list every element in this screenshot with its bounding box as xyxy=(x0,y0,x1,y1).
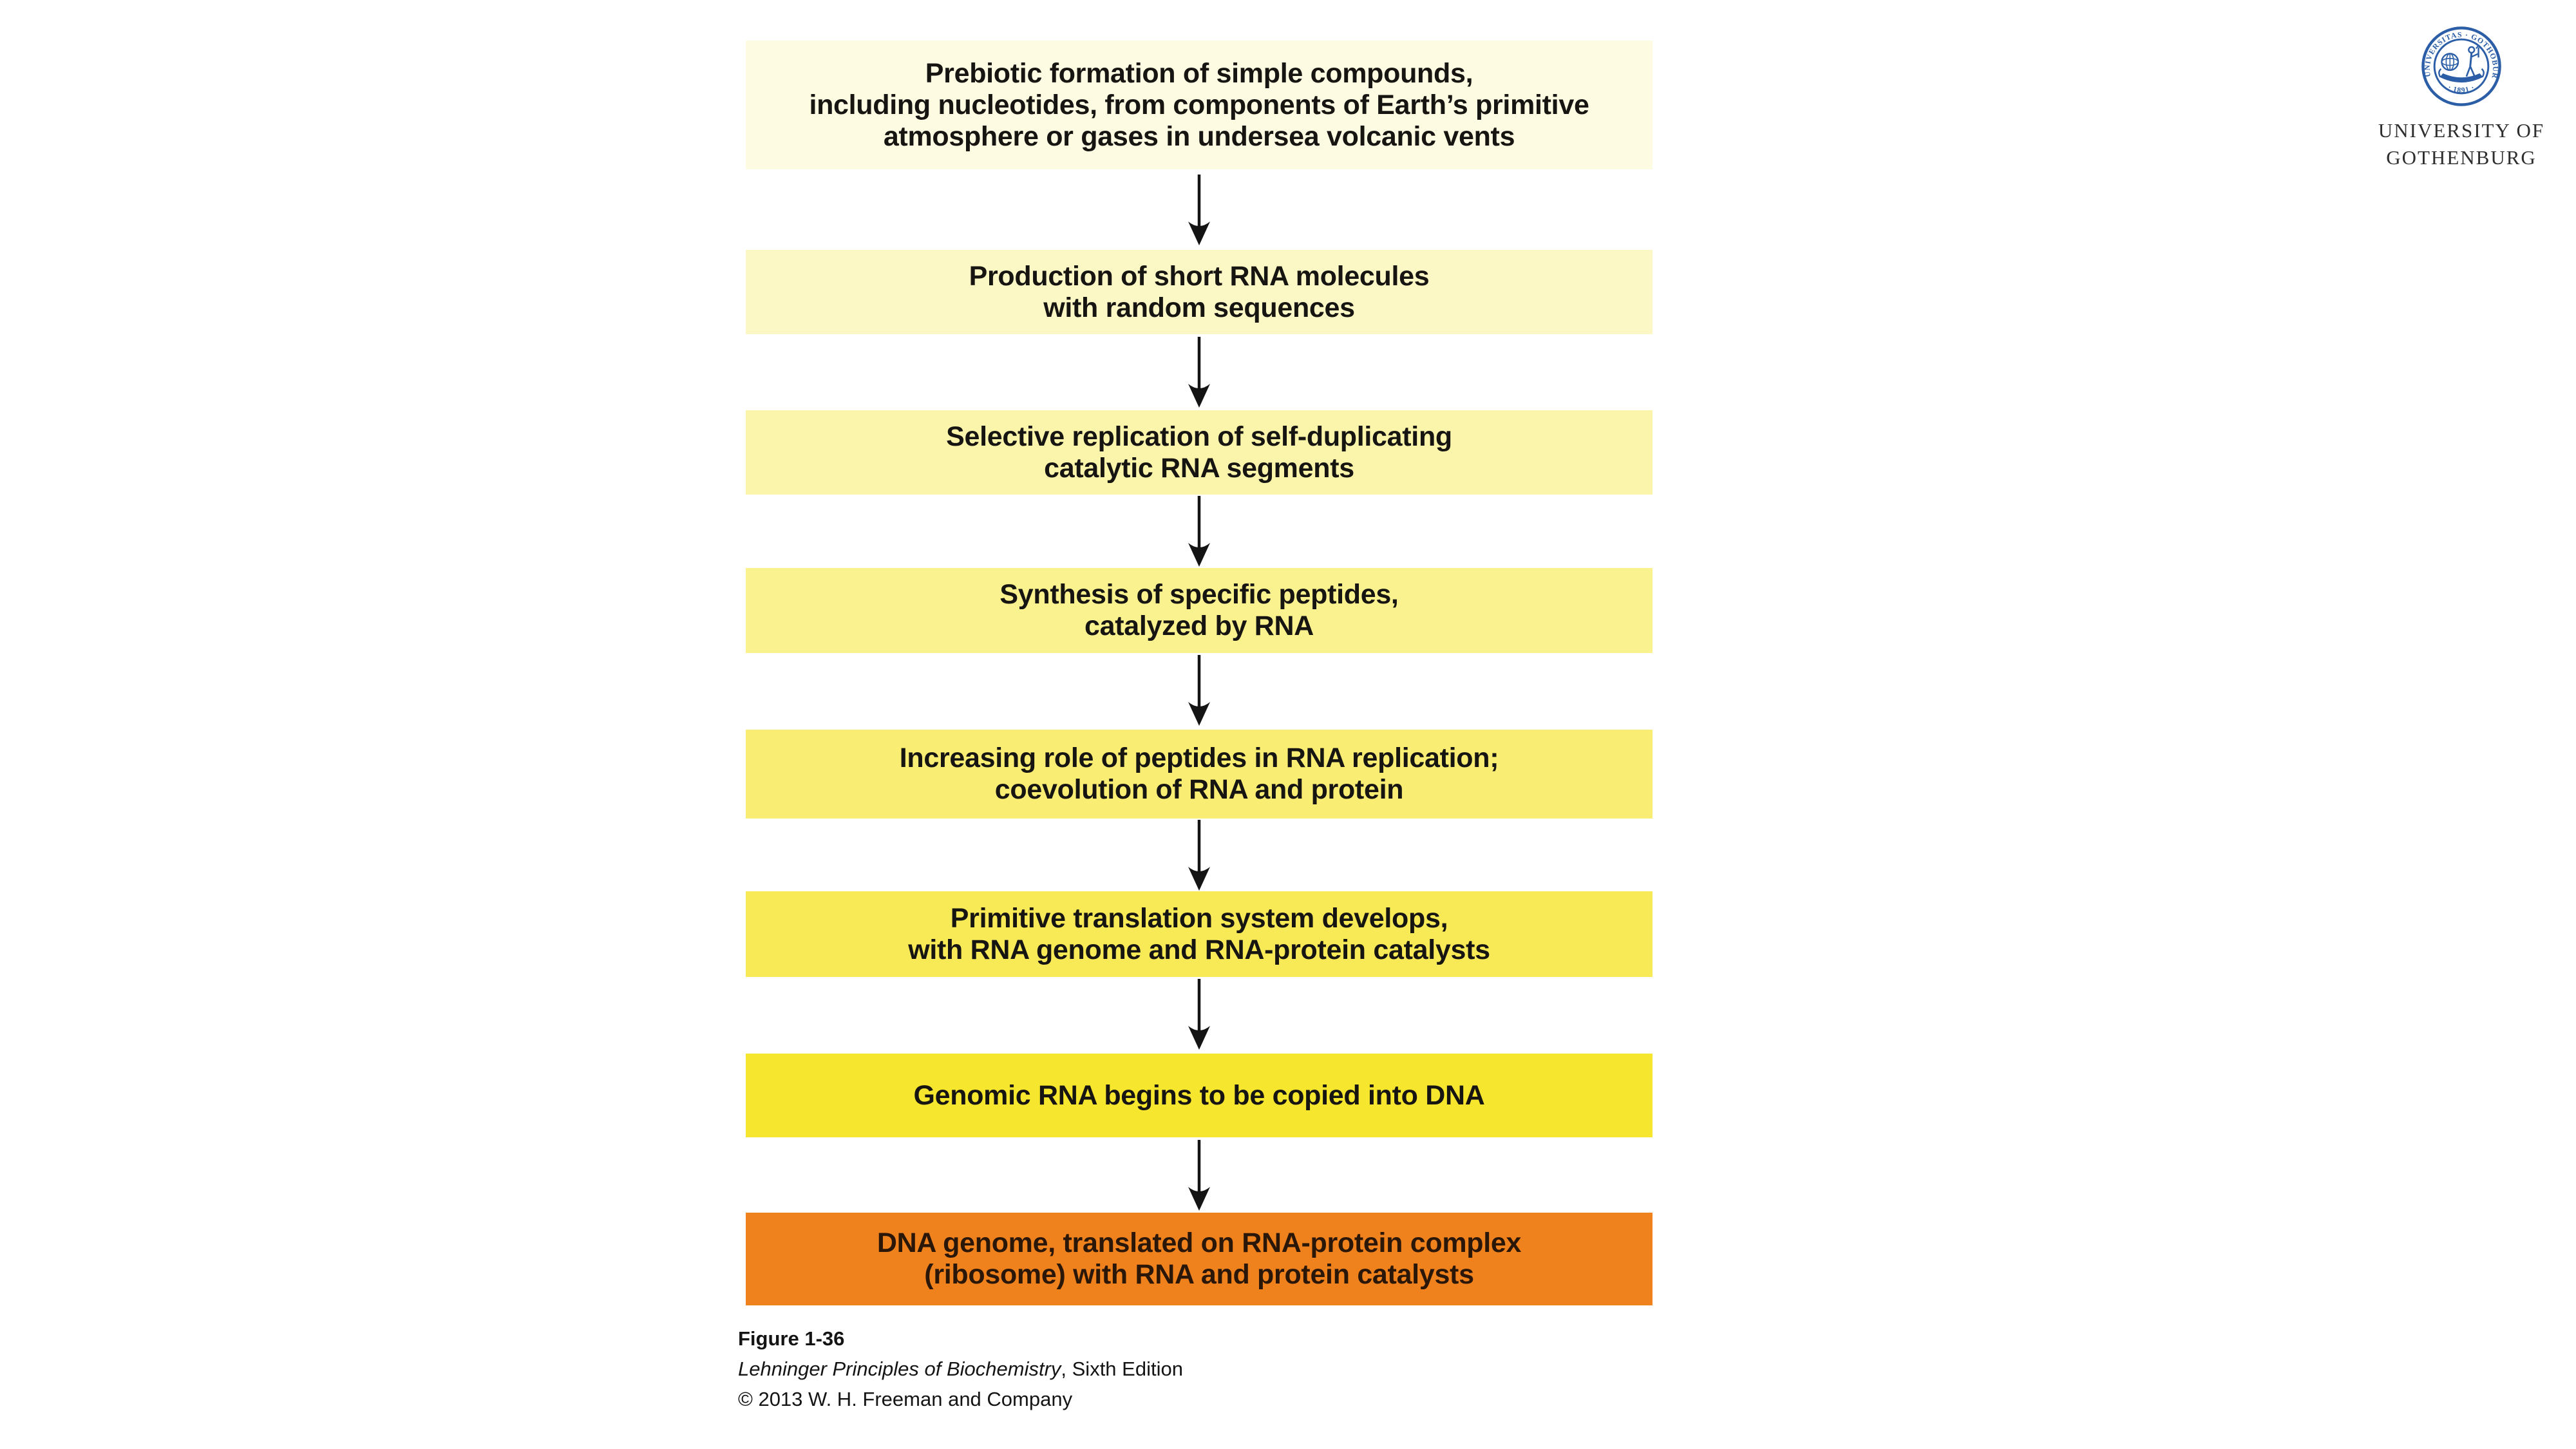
flow-step-6-text: Primitive translation system develops, w… xyxy=(908,903,1490,966)
flow-step-4: Synthesis of specific peptides, catalyze… xyxy=(746,568,1653,653)
copyright-line: © 2013 W. H. Freeman and Company xyxy=(738,1388,1073,1410)
university-logo: UNIVERSITAS · GOTHOBURGENSIS · 1891 · xyxy=(2344,26,2576,171)
book-reference: Lehninger Principles of Biochemistry, Si… xyxy=(738,1354,1183,1384)
flow-step-line: Selective replication of self-duplicatin… xyxy=(946,421,1452,452)
flow-step-line: Primitive translation system develops, xyxy=(950,902,1448,934)
svg-text:· 1891 ·: · 1891 · xyxy=(2447,82,2476,95)
university-name-line2: GOTHENBURG xyxy=(2386,146,2537,169)
flow-step-8-text: DNA genome, translated on RNA-protein co… xyxy=(876,1227,1522,1291)
flow-step-line: Synthesis of specific peptides, xyxy=(999,579,1399,610)
flow-step-7-text: Genomic RNA begins to be copied into DNA xyxy=(913,1080,1484,1112)
university-seal-icon: UNIVERSITAS · GOTHOBURGENSIS · 1891 · xyxy=(2421,26,2502,107)
down-arrow-icon xyxy=(1186,337,1212,408)
flow-step-line: DNA genome, translated on RNA-protein co… xyxy=(876,1227,1522,1258)
flow-step-line: Increasing role of peptides in RNA repli… xyxy=(899,743,1499,773)
flow-step-2: Production of short RNA molecules with r… xyxy=(746,250,1653,334)
flow-step-line: atmosphere or gases in undersea volcanic… xyxy=(883,120,1515,152)
flow-step-line: with RNA genome and RNA-protein catalyst… xyxy=(908,934,1490,965)
down-arrow-icon xyxy=(1186,496,1212,567)
down-arrow-icon xyxy=(1186,820,1212,891)
down-arrow-icon xyxy=(1186,175,1212,245)
flow-step-8: DNA genome, translated on RNA-protein co… xyxy=(746,1213,1653,1305)
book-edition: , Sixth Edition xyxy=(1061,1358,1183,1380)
down-arrow-icon xyxy=(1186,979,1212,1050)
flow-step-6: Primitive translation system develops, w… xyxy=(746,891,1653,977)
flow-step-3: Selective replication of self-duplicatin… xyxy=(746,410,1653,495)
flow-step-2-text: Production of short RNA molecules with r… xyxy=(969,261,1430,324)
flow-step-5: Increasing role of peptides in RNA repli… xyxy=(746,730,1653,819)
flow-step-line: Production of short RNA molecules xyxy=(969,260,1430,292)
figure-label: Figure 1-36 xyxy=(738,1327,845,1350)
flow-step-line: catalyzed by RNA xyxy=(1084,611,1314,641)
flow-step-1-text: Prebiotic formation of simple compounds,… xyxy=(809,58,1589,153)
down-arrow-icon xyxy=(1186,655,1212,726)
flow-step-line: catalytic RNA segments xyxy=(1044,452,1354,484)
flow-step-7: Genomic RNA begins to be copied into DNA xyxy=(746,1054,1653,1137)
university-name-line1: UNIVERSITY OF xyxy=(2378,119,2545,142)
flow-step-4-text: Synthesis of specific peptides, catalyze… xyxy=(999,579,1398,642)
flow-step-line: Prebiotic formation of simple compounds, xyxy=(925,57,1473,89)
book-title: Lehninger Principles of Biochemistry xyxy=(738,1358,1061,1380)
flow-step-line: coevolution of RNA and protein xyxy=(994,774,1404,805)
flow-step-line: including nucleotides, from components o… xyxy=(809,89,1589,120)
figure-caption: Figure 1-36 Lehninger Principles of Bioc… xyxy=(738,1323,1183,1414)
flow-step-1: Prebiotic formation of simple compounds,… xyxy=(746,41,1653,169)
flow-step-line: with random sequences xyxy=(1043,292,1355,323)
flow-step-3-text: Selective replication of self-duplicatin… xyxy=(946,421,1452,484)
down-arrow-icon xyxy=(1186,1140,1212,1211)
seal-year-text: · 1891 · xyxy=(2447,82,2476,95)
flow-step-5-text: Increasing role of peptides in RNA repli… xyxy=(900,743,1499,806)
flow-step-line: (ribosome) with RNA and protein catalyst… xyxy=(924,1259,1474,1290)
flow-step-line: Genomic RNA begins to be copied into DNA xyxy=(913,1079,1485,1111)
university-wordmark: UNIVERSITY OF GOTHENBURG xyxy=(2344,117,2576,171)
